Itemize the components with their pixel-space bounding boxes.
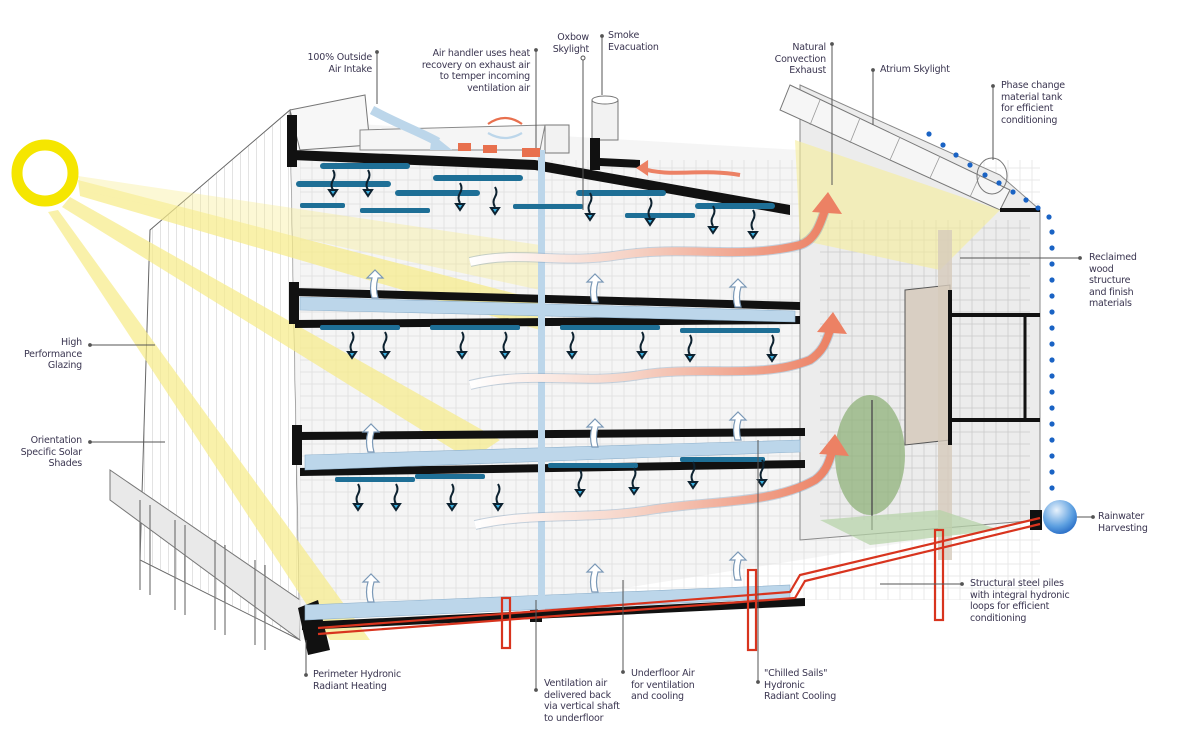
phase-change-tank [976, 157, 1008, 195]
label-atrium-skylight: Atrium Skylight [880, 64, 950, 75]
outside-air-intake-arrowhead [430, 134, 452, 150]
label-ventilation-return: Ventilation air delivered back via verti… [544, 678, 620, 724]
label-phase-change-tank: Phase change material tank for efficient… [1001, 80, 1065, 126]
sun-icon [11, 139, 79, 207]
rainwater-collection-path [926, 131, 1055, 491]
atrium-tree [835, 395, 905, 530]
label-smoke-evacuation: Smoke Evacuation [608, 30, 659, 53]
heat-recovery-element [458, 143, 540, 157]
radiant-cooling-arrows [327, 169, 778, 512]
label-perimeter-heating: Perimeter Hydronic Radiant Heating [313, 669, 401, 692]
label-oxbow-skylight: Oxbow Skylight [552, 32, 589, 55]
label-underfloor-air: Underfloor Air for ventilation and cooli… [631, 668, 695, 702]
building-sketch [109, 84, 1041, 650]
heat-exchange-arrow-cool [487, 132, 523, 140]
label-reclaimed-wood: Reclaimed wood structure and finish mate… [1089, 252, 1137, 309]
natural-convection-exhaust-flows [468, 160, 849, 530]
label-steel-piles: Structural steel piles with integral hyd… [970, 578, 1070, 624]
label-chilled-sails: "Chilled Sails" Hydronic Radiant Cooling [764, 668, 837, 702]
label-rainwater-harvesting: Rainwater Harvesting [1098, 511, 1148, 534]
rainwater-tank-icon [1043, 500, 1077, 534]
leader-lines [88, 34, 1095, 692]
label-natural-convection-exhaust: Natural Convection Exhaust [774, 42, 827, 76]
label-high-performance-glazing: High Performance Glazing [23, 337, 82, 371]
label-solar-shades: Orientation Specific Solar Shades [20, 435, 83, 469]
heat-exchange-arrow-warm [487, 116, 523, 125]
hydronic-radiant-heating-loops [317, 516, 1041, 652]
label-outside-air-intake: 100% Outside Air Intake [307, 52, 373, 75]
chilled-sails [296, 163, 780, 482]
underfloor-air-arrows [361, 269, 748, 603]
sunlight-beams [48, 176, 540, 640]
label-air-handler: Air handler uses heat recovery on exhaus… [421, 48, 530, 94]
